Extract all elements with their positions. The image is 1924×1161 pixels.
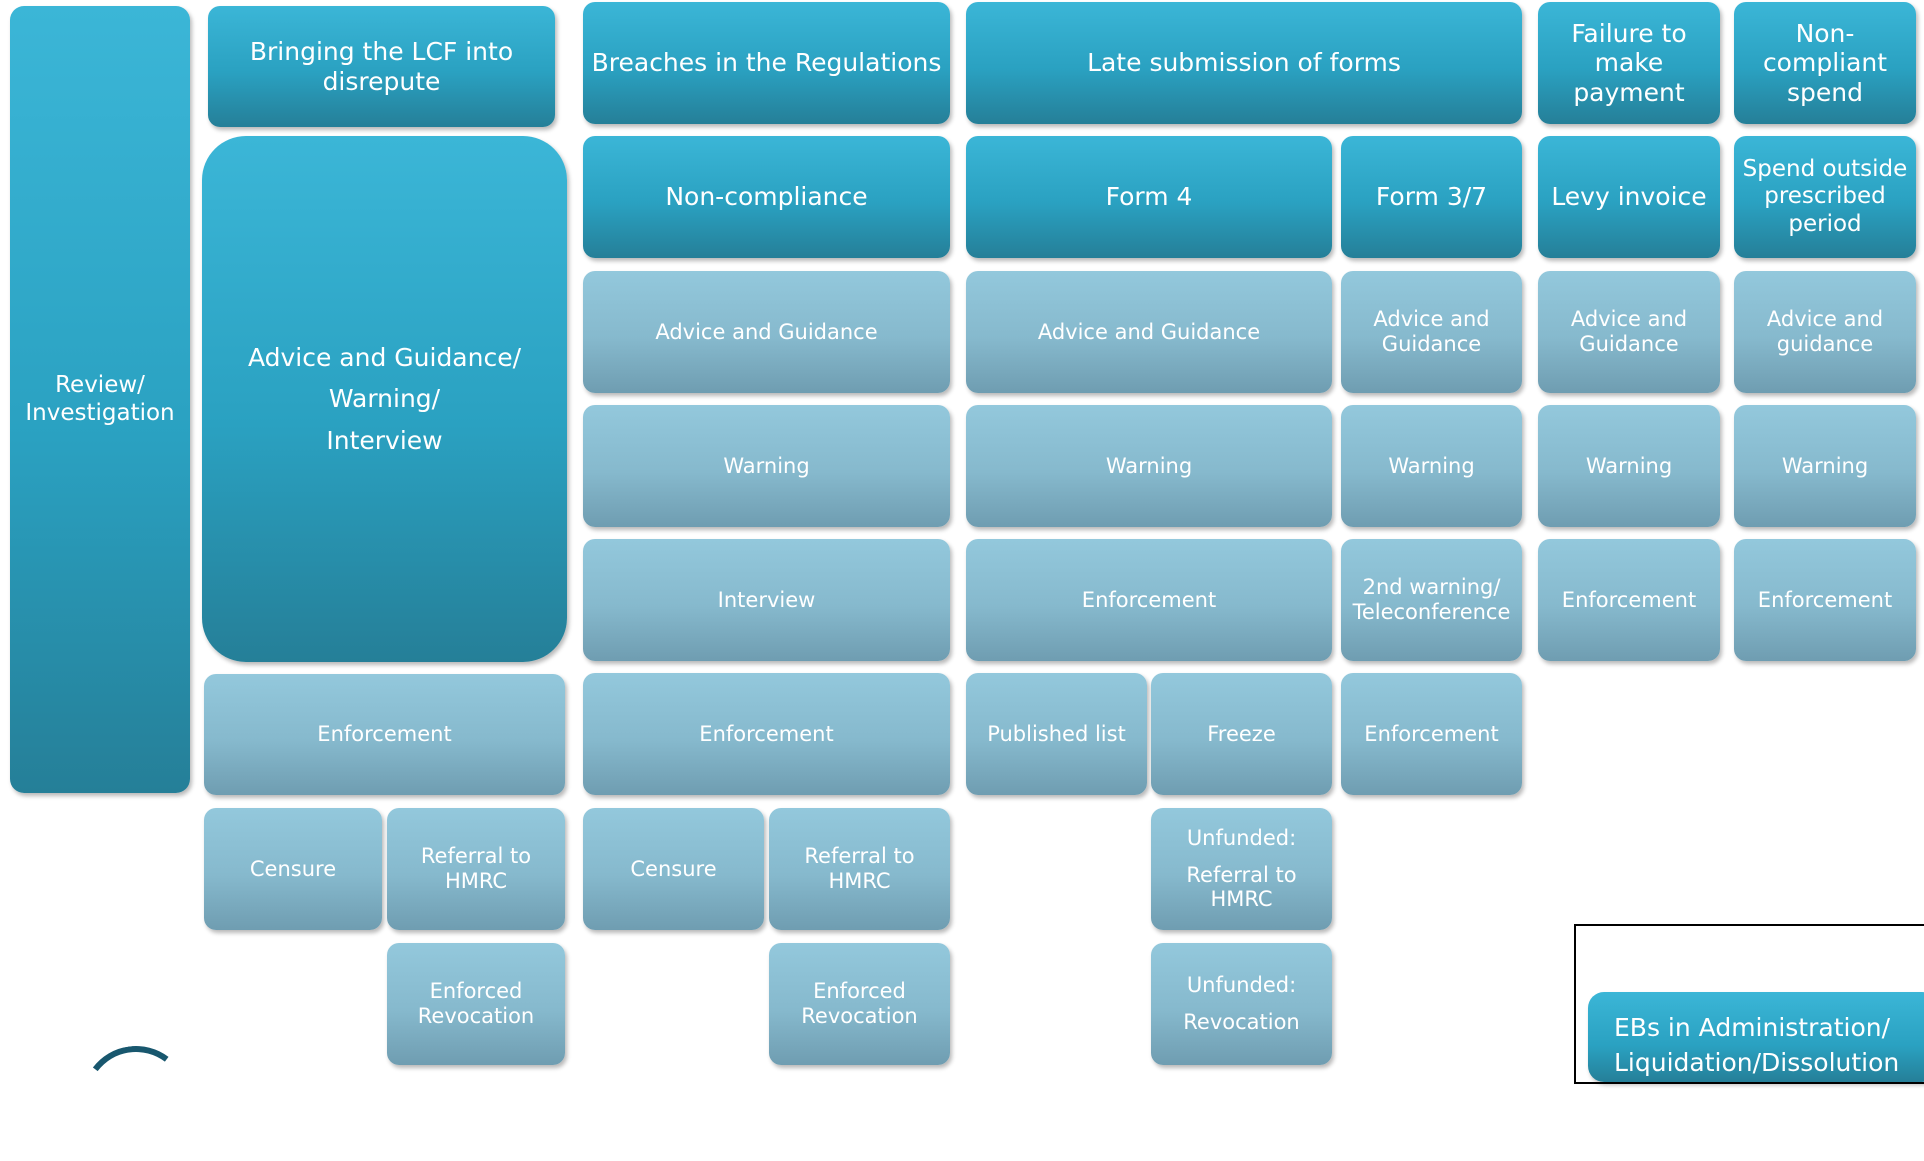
lcf-referral-label: Referral to HMRC [420, 844, 532, 893]
form37-warning-label: Warning [1388, 453, 1475, 478]
levy-label: Levy invoice [1551, 182, 1707, 212]
form37-advice-label: Advice and Guidance [1373, 307, 1490, 356]
header-breaches: Breaches in the Regulations [583, 2, 950, 124]
header-late-submission: Late submission of forms [966, 2, 1522, 124]
form37-enforcement-label: Enforcement [1364, 721, 1499, 746]
payment-levy-invoice: Levy invoice [1538, 136, 1720, 258]
review-investigation-box: Review/ Investigation [10, 6, 190, 793]
spend-enforcement-label: Enforcement [1757, 587, 1893, 612]
form37-second-warning-label: 2nd warning/ Teleconference [1352, 575, 1511, 624]
breaches-enforcement-label: Enforcement [699, 721, 834, 746]
logo-arc-icon [75, 1039, 197, 1161]
breaches-revocation-label: Enforced Revocation [801, 979, 918, 1028]
lcf-censure-label: Censure [249, 856, 337, 881]
breaches-warning: Warning [583, 405, 950, 527]
form4-warning-label: Warning [1105, 453, 1193, 478]
lcf-advice-warning-interview: Advice and Guidance/ Warning/ Interview [202, 136, 567, 662]
breaches-advice: Advice and Guidance [583, 271, 950, 393]
eb-line-2: Liquidation/Dissolution [1614, 1048, 1900, 1077]
form4-enforcement: Enforcement [966, 539, 1332, 661]
form37-advice: Advice and Guidance [1341, 271, 1522, 393]
review-label: Review/ [55, 372, 145, 399]
form4-enforcement-label: Enforcement [1081, 587, 1217, 612]
levy-enforcement: Enforcement [1538, 539, 1720, 661]
header-lcf-label: Bringing the LCF into disrepute [249, 37, 514, 96]
breaches-noncompliance: Non-compliance [583, 136, 950, 258]
form4-warning: Warning [966, 405, 1332, 527]
published-list-label: Published list [987, 721, 1126, 746]
form4-label: Form 4 [1105, 182, 1193, 212]
levy-advice-label: Advice and Guidance [1570, 307, 1688, 356]
lcf-enforcement-label: Enforcement [317, 722, 452, 747]
header-lcf-disrepute: Bringing the LCF into disrepute [208, 6, 555, 127]
breaches-advice-label: Advice and Guidance [655, 319, 878, 344]
late-form4: Form 4 [966, 136, 1332, 258]
form4-published-list: Published list [966, 673, 1147, 795]
lcf-enforced-revocation: Enforced Revocation [387, 943, 565, 1065]
freeze-label: Freeze [1207, 721, 1276, 746]
levy-warning-label: Warning [1585, 453, 1673, 478]
breaches-censure: Censure [583, 808, 764, 930]
breaches-referral-label: Referral to HMRC [804, 844, 915, 893]
form4-unfunded-referral: Unfunded: Referral to HMRC [1151, 808, 1332, 930]
breaches-interview: Interview [583, 539, 950, 661]
lcf-censure: Censure [204, 808, 382, 930]
header-failure-payment: Failure to make payment [1538, 2, 1720, 124]
spend-outside-period: Spend outside prescribed period [1734, 136, 1916, 258]
breaches-referral-hmrc: Referral to HMRC [769, 808, 950, 930]
outside-period-label: Spend outside prescribed period [1742, 156, 1908, 237]
noncompliance-label: Non-compliance [665, 182, 868, 212]
spend-advice: Advice and guidance [1734, 271, 1916, 393]
eb-line-1: EBs in Administration/ [1614, 1013, 1891, 1042]
form37-warning: Warning [1341, 405, 1522, 527]
form4-unfunded-revocation: Unfunded: Revocation [1151, 943, 1332, 1065]
header-late-label: Late submission of forms [1087, 48, 1401, 78]
levy-warning: Warning [1538, 405, 1720, 527]
late-form37: Form 3/7 [1341, 136, 1522, 258]
breaches-enforcement: Enforcement [583, 673, 950, 795]
lcf-revocation-label: Enforced Revocation [417, 979, 535, 1028]
form4-freeze: Freeze [1151, 673, 1332, 795]
investigation-label: Investigation [25, 399, 175, 426]
spend-advice-label: Advice and guidance [1766, 307, 1884, 356]
unfunded-revocation-text: Revocation [1183, 1010, 1300, 1034]
breaches-enforced-revocation: Enforced Revocation [769, 943, 950, 1065]
header-spend-label: Non-compliant spend [1762, 18, 1888, 107]
header-payment-label: Failure to make payment [1571, 18, 1687, 107]
spend-warning: Warning [1734, 405, 1916, 527]
header-breaches-label: Breaches in the Regulations [591, 48, 942, 78]
unfunded-referral-prefix: Unfunded: [1186, 825, 1297, 850]
form4-advice: Advice and Guidance [966, 271, 1332, 393]
levy-advice: Advice and Guidance [1538, 271, 1720, 393]
lcf-warning-line: Warning/ [328, 384, 441, 414]
eb-administration-box: EBs in Administration/ Liquidation/Disso… [1588, 992, 1924, 1082]
lcf-advice-line: Advice and Guidance/ [247, 342, 522, 372]
form4-advice-label: Advice and Guidance [1037, 319, 1261, 344]
spend-warning-label: Warning [1781, 453, 1869, 478]
lcf-enforcement: Enforcement [204, 674, 565, 795]
form37-enforcement: Enforcement [1341, 673, 1522, 795]
unfunded-referral-text: Referral to HMRC [1186, 862, 1297, 912]
breaches-censure-label: Censure [630, 856, 717, 881]
lcf-interview-line: Interview [326, 425, 443, 455]
unfunded-revocation-prefix: Unfunded: [1186, 973, 1297, 998]
form37-second-warning: 2nd warning/ Teleconference [1341, 539, 1522, 661]
spend-enforcement: Enforcement [1734, 539, 1916, 661]
lcf-referral-hmrc: Referral to HMRC [387, 808, 565, 930]
breaches-interview-label: Interview [717, 587, 816, 612]
levy-enforcement-label: Enforcement [1561, 587, 1697, 612]
header-noncompliant-spend: Non-compliant spend [1734, 2, 1916, 124]
form37-label: Form 3/7 [1375, 182, 1488, 212]
breaches-warning-label: Warning [723, 453, 810, 478]
